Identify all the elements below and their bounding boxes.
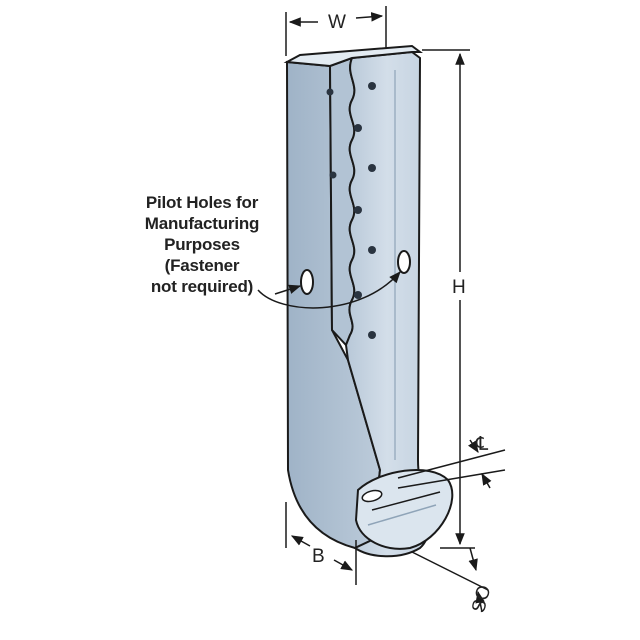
centerline-label: ℄ [475,434,489,455]
seat-crease [371,491,441,511]
seat-hole [361,489,383,503]
pilot-hole-right [397,250,411,274]
width-dimension [285,6,387,56]
callout-line-1: Pilot Holes for [145,193,259,212]
height-label: H [452,277,466,298]
centerline-dimension [397,439,506,489]
height-dimension [422,49,475,549]
bearing-dimension [285,502,357,585]
offset-label: SO [468,583,495,615]
top-lip [283,44,423,68]
callout-line-4: (Fastener [164,256,240,275]
callout-line-3: Purposes [164,235,240,254]
callout-line-5: not required) [150,277,254,296]
width-label: W [328,12,346,33]
fastener-holes [326,82,376,339]
pilot-hole-left [300,269,314,295]
seat-crease-2 [367,504,437,526]
bearing-label: B [312,546,325,567]
bearing-seat [354,469,454,550]
callout-arrow [257,271,401,309]
callout-line-2: Manufacturing [144,214,260,233]
pilot-holes-callout: Pilot Holes for Manufacturing Purposes (… [128,192,276,297]
front-face [344,50,430,558]
offset-dimension [411,547,489,613]
callout-arrow-left [274,284,302,295]
